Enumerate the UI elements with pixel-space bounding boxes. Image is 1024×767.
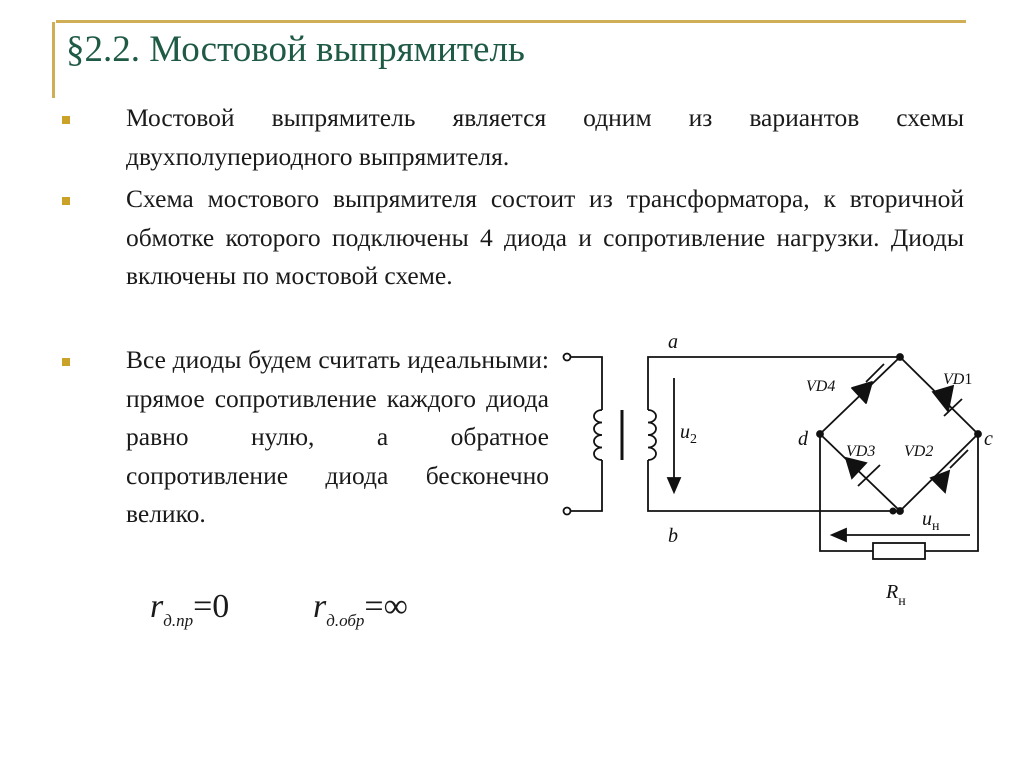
node-dot-bottom: [896, 507, 904, 515]
paragraph-2: Схема мостового выпрямителя состоит из т…: [126, 184, 964, 290]
label-vd2: VD2: [904, 443, 933, 460]
diode-vd1: [931, 384, 955, 414]
wire-primary-top: [571, 356, 603, 410]
formula-forward-resistance: rд.пр=0: [150, 588, 230, 630]
wire-load-right: [925, 434, 979, 552]
bullet-2: [62, 197, 70, 205]
label-vd1: VD1: [943, 371, 972, 388]
u2-arrow-head: [666, 477, 682, 495]
diode-vd2: [929, 469, 951, 494]
label-node-c: c: [984, 428, 993, 450]
load-resistor: [872, 542, 926, 560]
label-vd4: VD4: [806, 378, 835, 395]
label-u2: u2: [680, 421, 697, 447]
diode-vd1-bar: [943, 398, 963, 417]
label-un: uн: [922, 508, 940, 534]
diode-vd2-bar: [949, 449, 969, 469]
label-vd3: VD3: [846, 443, 875, 460]
bullet-3: [62, 358, 70, 366]
bridge-arm-vd2: [899, 433, 979, 512]
node-dot-c: [974, 430, 982, 438]
diode-vd3: [844, 456, 868, 480]
wire-load-left: [819, 434, 873, 552]
formula-reverse-resistance: rд.обр=∞: [313, 588, 408, 630]
label-node-b: b: [668, 525, 678, 547]
bridge-arm-vd3: [819, 433, 901, 512]
diode-vd4: [851, 381, 873, 404]
secondary-winding: [647, 409, 657, 461]
terminal-primary-bottom: [562, 506, 572, 516]
wire-node-a: [647, 356, 900, 410]
wire-primary-bottom: [571, 460, 603, 512]
bullet-1: [62, 116, 70, 124]
paragraph-1: Мостовой выпрямитель является одним из в…: [126, 103, 964, 171]
label-node-d: d: [798, 428, 809, 450]
paragraph-3: Все диоды будем считать идеальными: прям…: [126, 345, 549, 528]
un-arrow-head: [829, 527, 847, 543]
node-dot-top: [896, 353, 904, 361]
node-dot-d: [816, 430, 824, 438]
label-rn: Rн: [885, 581, 906, 609]
top-rule: [56, 20, 966, 23]
terminal-primary-top: [562, 352, 572, 362]
label-node-a: a: [668, 331, 678, 353]
primary-winding: [593, 409, 603, 461]
node-dot-bottom-left: [889, 507, 897, 515]
diode-vd3-bar: [857, 464, 881, 487]
diode-vd4-bar: [865, 363, 885, 383]
title-accent-bar: [52, 22, 55, 98]
page-title: §2.2. Мостовой выпрямитель: [66, 29, 525, 70]
